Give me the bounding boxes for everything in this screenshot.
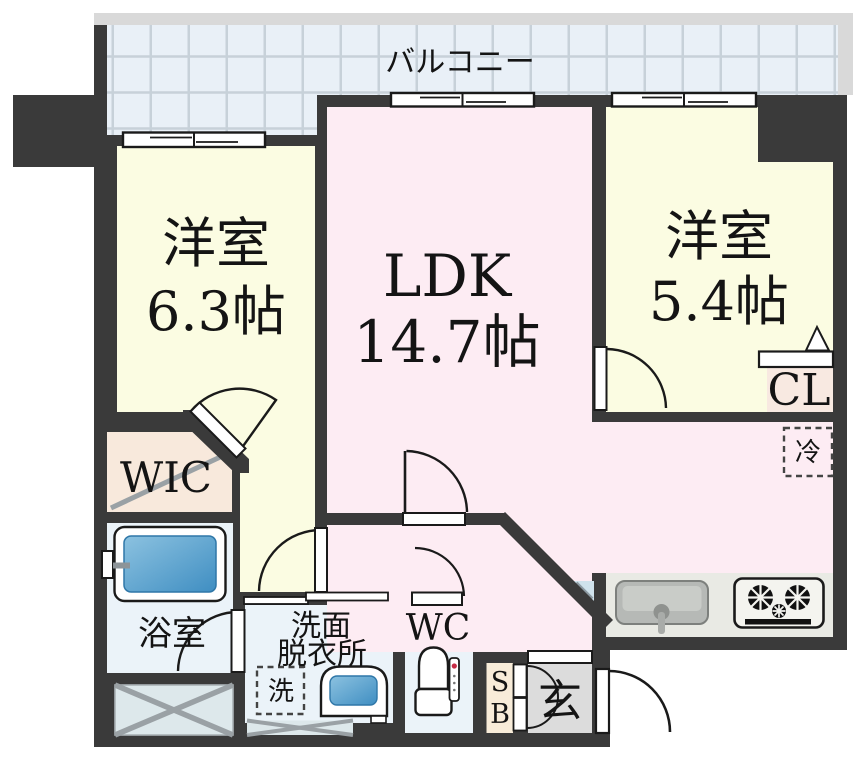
room-ldk-main: [327, 107, 592, 513]
shoe-box-door-swing: [526, 696, 559, 729]
room-bedroom1: [117, 146, 315, 412]
closet-fold-marker: [804, 324, 831, 352]
window-bedroom1: [121, 131, 267, 149]
balcony: バルコニー: [94, 13, 853, 135]
bathroom-door-leaf: [230, 609, 246, 673]
room-ldk-patch: [505, 513, 592, 525]
wall-diagonal-entrance: [496, 512, 613, 629]
doors: [176, 346, 672, 735]
room-corridor: [240, 412, 315, 592]
kitchen-counter: [606, 573, 833, 637]
kitchen-faucet-stem: [658, 612, 665, 634]
hatch-box-bottom: [246, 718, 354, 737]
fixtures: [101, 324, 835, 738]
balcony-outer-strip-right: [838, 13, 853, 95]
shoe-box-door-leaf: [512, 663, 528, 698]
bathtub-water: [123, 535, 217, 593]
washroom-label-line1: 洗面: [291, 609, 351, 644]
shoe-box-door-swing: [526, 665, 559, 698]
bedroom2-name-label: 洋室: [665, 205, 773, 268]
washroom-sliding-panel: [305, 591, 389, 602]
washroom-label-line2: 脱衣所: [277, 637, 367, 672]
closet-label: CL: [768, 365, 831, 416]
refrigerator-box: [782, 426, 834, 478]
toilet-panel-dot: [453, 681, 456, 685]
entrance-label: 玄: [538, 676, 582, 727]
corridor-door-leaf: [314, 527, 328, 593]
stove-burner-grate: [772, 604, 786, 618]
stove-front-bar: [745, 619, 811, 625]
toilet-base: [414, 687, 453, 717]
shoe-box-label-s: S: [491, 667, 510, 698]
kitchen-sink-basin: [622, 586, 702, 611]
bedroom2-door-leaf: [593, 346, 608, 411]
wall-diagonal-wic: [183, 410, 249, 473]
bedroom1-door-leaf: [189, 401, 247, 459]
wc-door-swing: [414, 546, 466, 597]
washroom-sliding-panel: [243, 596, 309, 605]
wash-basin-bowl: [329, 675, 378, 706]
balcony-label: バルコニー: [385, 45, 534, 80]
entry-door-swing: [608, 669, 672, 733]
bedroom1-size-label: 6.3帖: [146, 280, 286, 343]
bedroom1-name-label: 洋室: [162, 212, 270, 275]
wic-label: WIC: [120, 453, 212, 502]
bathtub-faucet-spout: [113, 562, 130, 569]
washing-machine-box: [255, 665, 306, 716]
toilet-panel-dot: [453, 688, 456, 692]
wash-basin-tab: [370, 715, 387, 724]
window-bedroom2: [610, 91, 758, 108]
shoe-box-label-b: B: [490, 699, 510, 730]
wall-left-protrusion: [13, 95, 94, 167]
bathtub-faucet-icon: [101, 550, 114, 579]
room-kitchen-zone: [592, 422, 833, 573]
entry-door-leaf: [594, 667, 611, 735]
area-entrance: [528, 663, 592, 733]
area-shoe-box: [486, 663, 513, 733]
toilet-icon: [414, 646, 460, 717]
room-closet: [767, 367, 833, 412]
room-bedroom2: [606, 107, 833, 412]
ldk-name-label: LDK: [383, 242, 513, 310]
ldk-door-swing: [406, 449, 469, 513]
refrigerator-label: 冷: [795, 438, 821, 468]
bathroom-label: 浴室: [138, 614, 206, 654]
closet-shelf-bar: [757, 350, 835, 369]
shoe-box-door-leaf: [512, 697, 528, 732]
wc-door-leaf: [411, 591, 463, 606]
toilet-panel-dot: [453, 674, 456, 678]
entrance-threshold: [527, 650, 593, 664]
toilet-bowl: [417, 646, 450, 691]
wc-label: WC: [406, 608, 471, 649]
hatch-line: [246, 718, 354, 737]
ldk-door-threshold: [402, 512, 466, 526]
balcony-outer-strip-top: [94, 13, 853, 25]
wall-balcony-left: [94, 25, 107, 135]
diagonal-walls: [183, 410, 613, 629]
window-ldk: [389, 91, 536, 108]
stove-burner-grate: [785, 585, 810, 610]
wic-hanger-pipe: [109, 449, 233, 511]
hatch-line: [113, 682, 235, 738]
stove-burner-grate: [748, 585, 773, 610]
bedroom2-size-label: 5.4帖: [649, 270, 789, 333]
corridor-door-swing: [257, 528, 322, 592]
balcony-floor-right: [317, 25, 838, 95]
room-hallway: [327, 525, 592, 652]
hatch-box-left: [113, 682, 235, 738]
balcony-floor-left: [106, 25, 317, 135]
rooms: [107, 107, 833, 733]
toilet-panel-light: [451, 663, 457, 669]
bathroom-door-swing: [176, 610, 239, 672]
windows: [121, 91, 758, 149]
washing-machine-label: 洗: [268, 677, 294, 707]
toilet-panel: [448, 657, 460, 702]
ldk-size-label: 14.7帖: [353, 308, 540, 376]
bedroom2-door-swing: [606, 347, 668, 409]
labels: 洋室 6.3帖 LDK 14.7帖 洋室 5.4帖 CL WIC 浴室 洗面 脱…: [120, 205, 830, 730]
